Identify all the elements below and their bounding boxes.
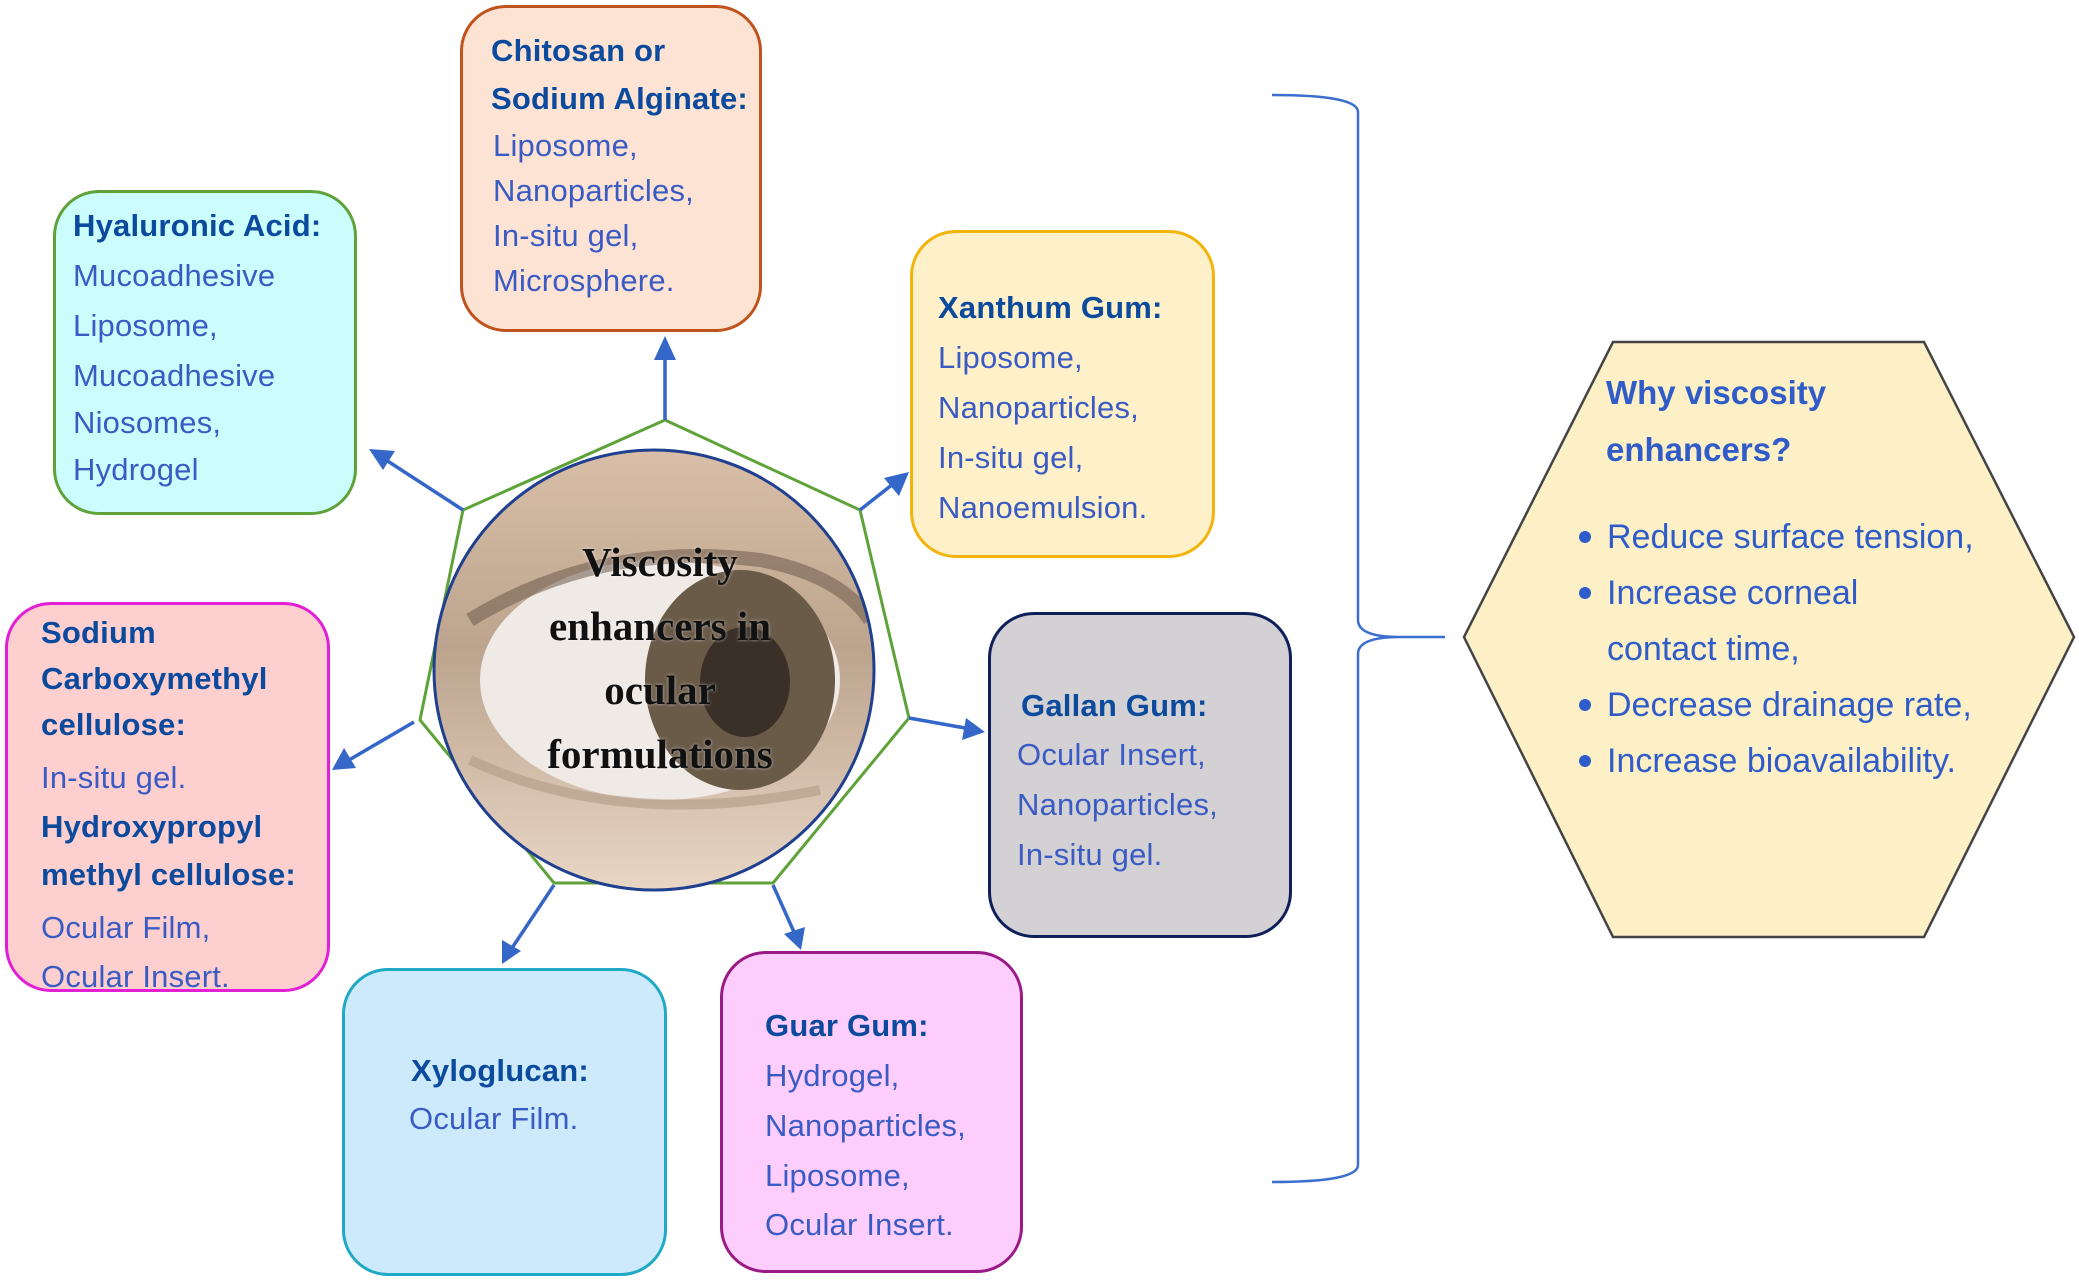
arrow-to-gallan xyxy=(908,716,985,740)
why-item-text: Reduce surface tension, xyxy=(1607,518,1974,556)
box-item: In-situ gel. xyxy=(41,760,187,795)
why-list-item: Decrease drainage rate, xyxy=(1579,677,1974,733)
box-item: Ocular Film, xyxy=(41,910,211,945)
box-item: Nanoparticles, xyxy=(765,1108,966,1143)
box-item: Nanoparticles, xyxy=(1017,787,1218,822)
box-title: methyl cellulose: xyxy=(41,857,296,892)
center-title-line: formulations xyxy=(547,731,773,777)
box-title: Chitosan or xyxy=(491,33,666,68)
box-guar: Guar Gum: Hydrogel, Nanoparticles, Lipos… xyxy=(720,951,1023,1273)
center-title-line: enhancers in xyxy=(548,603,772,649)
box-title: Gallan Gum: xyxy=(1021,688,1208,723)
box-item: Hydrogel, xyxy=(765,1058,900,1093)
box-item: Nanoemulsion. xyxy=(938,490,1148,525)
why-list-item-continuation: contact time, xyxy=(1579,621,1974,677)
box-title: Hyaluronic Acid: xyxy=(73,208,322,243)
box-title: Xyloglucan: xyxy=(411,1053,589,1088)
box-title: Sodium xyxy=(41,615,156,650)
box-item: In-situ gel. xyxy=(1017,837,1163,872)
box-hyaluronic: Hyaluronic Acid: Mucoadhesive Liposome, … xyxy=(53,190,357,515)
center-title-line: ocular xyxy=(604,667,716,713)
box-item: Nanoparticles, xyxy=(938,390,1139,425)
box-item: Liposome, xyxy=(73,308,218,343)
box-gallan: Gallan Gum: Ocular Insert, Nanoparticles… xyxy=(988,612,1292,938)
why-title-line: Why viscosity xyxy=(1606,374,1827,411)
curly-brace xyxy=(1271,93,1445,1184)
box-item: In-situ gel, xyxy=(938,440,1084,475)
box-item: Niosomes, xyxy=(73,405,222,440)
arrow-to-guar xyxy=(771,884,805,950)
why-list-item: Increase corneal xyxy=(1579,565,1974,621)
box-title: cellulose: xyxy=(41,707,186,742)
why-item-text: Increase bioavailability. xyxy=(1607,742,1956,780)
box-title: Carboxymethyl xyxy=(41,661,268,696)
box-xanthum: Xanthum Gum: Liposome, Nanoparticles, In… xyxy=(910,230,1215,558)
center-title: Viscosity enhancers in ocular formulatio… xyxy=(470,530,850,786)
box-item: Ocular Insert, xyxy=(1017,737,1206,772)
box-xyloglucan: Xyloglucan: Ocular Film. xyxy=(342,968,667,1276)
arrows xyxy=(332,336,985,964)
box-item: Liposome, xyxy=(493,128,638,163)
bullet-icon xyxy=(1579,699,1591,711)
bullet-icon xyxy=(1579,755,1591,767)
box-item: Mucoadhesive xyxy=(73,258,276,293)
why-list: Reduce surface tension, Increase corneal… xyxy=(1579,509,1974,789)
box-item: Ocular Insert. xyxy=(41,959,230,994)
bullet-icon xyxy=(1579,587,1591,599)
box-item: In-situ gel, xyxy=(493,218,639,253)
box-item: Mucoadhesive xyxy=(73,358,276,393)
arrow-to-xyloglucan xyxy=(502,884,556,964)
box-item: Ocular Insert. xyxy=(765,1207,954,1242)
arrow-to-sodium-cmc xyxy=(332,720,415,770)
center-title-line: Viscosity xyxy=(582,539,738,585)
eye-image xyxy=(434,450,874,890)
eye-circle-border xyxy=(432,448,876,892)
why-item-text: Decrease drainage rate, xyxy=(1607,686,1972,724)
arrow-to-chitosan xyxy=(654,336,676,420)
box-item: Nanoparticles, xyxy=(493,173,694,208)
why-title-line: enhancers? xyxy=(1606,431,1792,468)
why-item-text: Increase corneal xyxy=(1607,574,1859,612)
box-title: Xanthum Gum: xyxy=(938,290,1163,325)
why-item-text: contact time, xyxy=(1607,630,1800,668)
arrow-to-xanthum xyxy=(858,472,909,512)
why-list-item: Increase bioavailability. xyxy=(1579,733,1974,789)
box-item: Hydrogel xyxy=(73,452,199,487)
box-item: Liposome, xyxy=(765,1158,910,1193)
arrow-to-hyaluronic xyxy=(369,449,464,512)
why-list-item: Reduce surface tension, xyxy=(1579,509,1974,565)
box-title: Guar Gum: xyxy=(765,1008,929,1043)
box-item: Liposome, xyxy=(938,340,1083,375)
bullet-icon xyxy=(1579,531,1591,543)
box-title: Sodium Alginate: xyxy=(491,81,748,116)
why-hexagon xyxy=(1462,340,2076,939)
box-sodium-cmc: Sodium Carboxymethyl cellulose: In-situ … xyxy=(5,602,330,994)
box-item: Microsphere. xyxy=(493,263,675,298)
box-title: Hydroxypropyl xyxy=(41,809,263,844)
box-chitosan: Chitosan or Sodium Alginate: Liposome, N… xyxy=(460,5,762,332)
box-item: Ocular Film. xyxy=(409,1101,579,1136)
